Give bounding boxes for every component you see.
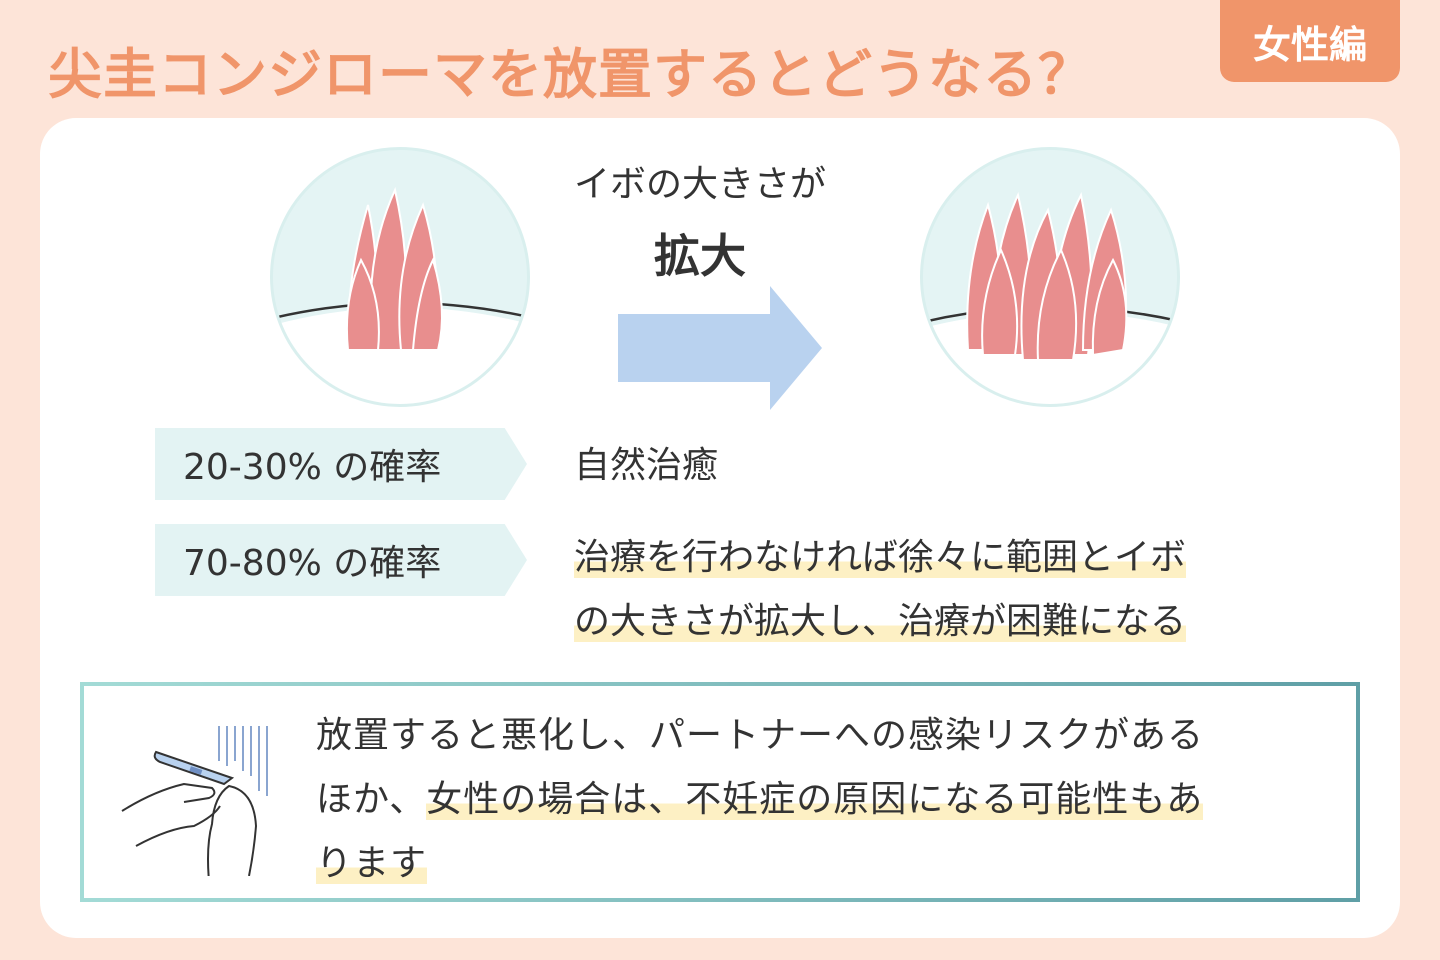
note-text-part1: 放置すると悪化し、パートナーへの感染リスクがある [316, 715, 1205, 756]
note-highlight-2: ります [316, 843, 428, 884]
large-wart-illustration [920, 147, 1180, 407]
arrow-right-icon [618, 286, 822, 410]
outcome-description-2-line1: 治療を行わなければ徐々に範囲とイボ [574, 537, 1187, 578]
note-box: 放置すると悪化し、パートナーへの感染リスクがあるほか、女性の場合は、不妊症の原因… [80, 682, 1360, 902]
pregnancy-test-hands-icon [121, 726, 268, 876]
page-title: 尖圭コンジローマを放置するとどうなる？ [48, 43, 1093, 106]
outcome-description-2: 治療を行わなければ徐々に範囲とイボ の大きさが拡大し、治療が困難になる [574, 526, 1187, 654]
small-wart-illustration [270, 147, 530, 407]
gender-badge: 女性編 [1220, 0, 1400, 82]
probability-label-1: 20-30% の確率 [155, 428, 527, 500]
note-text-part2: ほか、 [316, 779, 427, 820]
outcome-description-2-line2: の大きさが拡大し、治療が困難になる [574, 601, 1187, 642]
note-highlight-1: 女性の場合は、不妊症の原因になる可能性もあ [426, 779, 1204, 820]
caption-line2: 拡大 [654, 229, 746, 283]
outcome-description-1: 自然治癒 [574, 445, 719, 486]
caption-line1: イボの大きさが [573, 164, 826, 205]
note-text: 放置すると悪化し、パートナーへの感染リスクがあるほか、女性の場合は、不妊症の原因… [316, 704, 1336, 896]
probability-label-2: 70-80% の確率 [155, 524, 527, 596]
